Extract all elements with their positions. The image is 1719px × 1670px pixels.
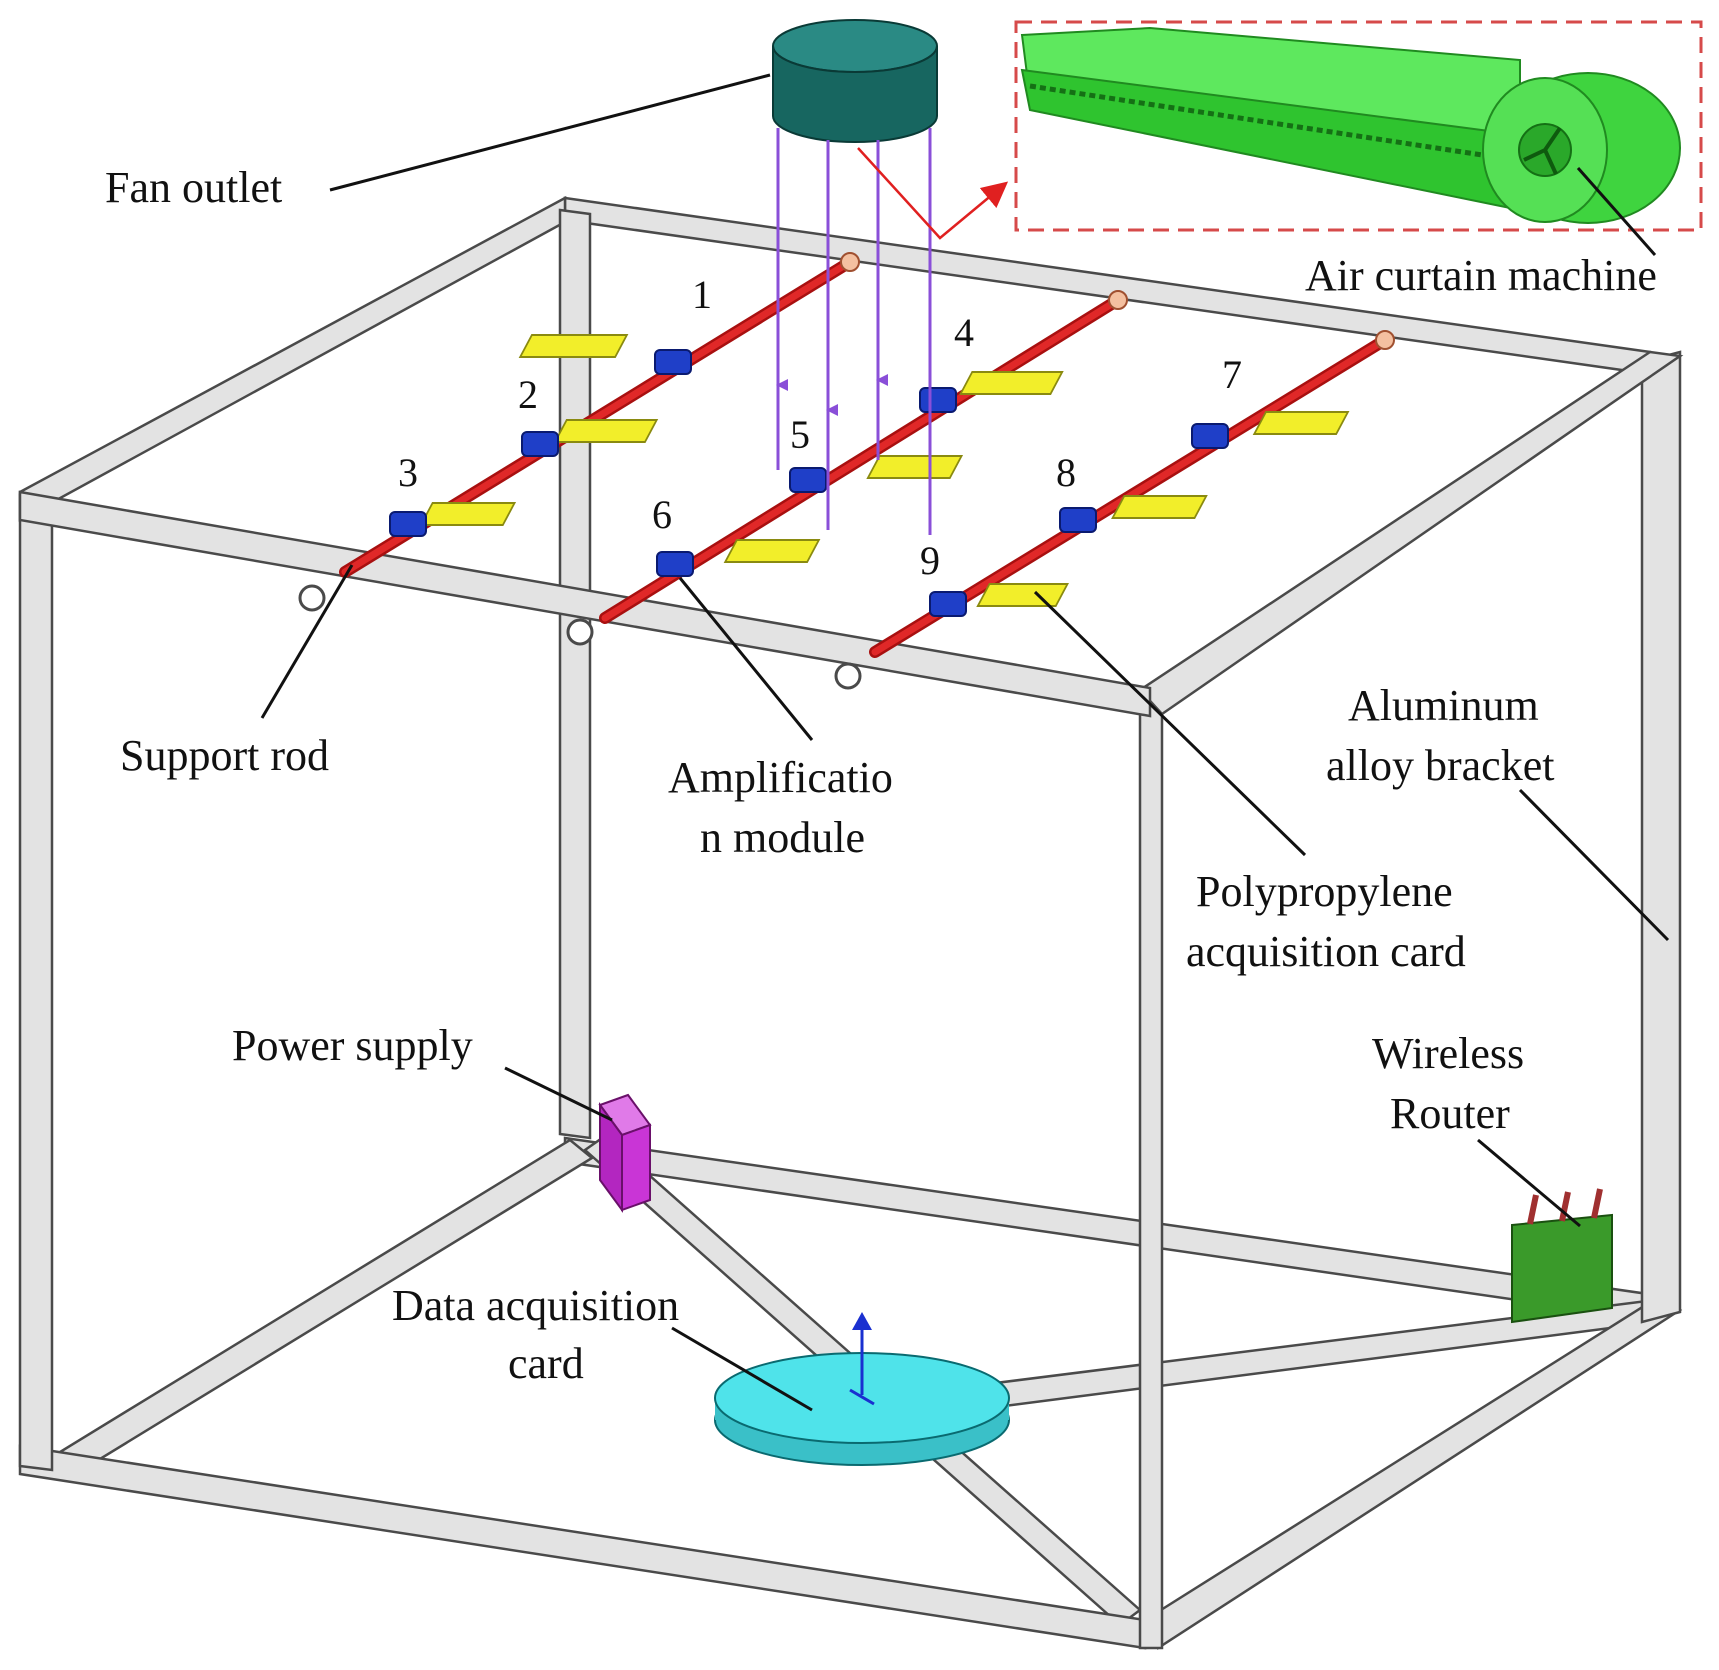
sensor-number-7: 7: [1222, 352, 1242, 397]
label-aluminum-bracket-1: Aluminum: [1348, 681, 1539, 730]
sensor-unit-8: [1059, 495, 1208, 533]
sensor-number-4: 4: [954, 310, 974, 355]
sensor-number-6: 6: [652, 492, 672, 537]
data-acquisition-card: [714, 1312, 1010, 1466]
sensor-number-labels: 1 2 3 4 5 6 7 8 9: [398, 272, 1242, 583]
air-curtain-machine: [1020, 26, 1681, 224]
sensor-unit-4: [919, 371, 1064, 413]
label-aluminum-bracket-2: alloy bracket: [1326, 741, 1554, 790]
sensor-number-5: 5: [790, 412, 810, 457]
air-curtain-callout: [1014, 20, 1703, 232]
sensor-number-2: 2: [518, 372, 538, 417]
airflow-arrows: [776, 128, 932, 535]
label-wireless-router-2: Router: [1390, 1089, 1510, 1138]
label-amplification-module-1: Amplificatio: [668, 753, 893, 802]
label-fan-outlet: Fan outlet: [105, 163, 282, 212]
sensor-number-1: 1: [692, 272, 712, 317]
label-power-supply: Power supply: [232, 1021, 473, 1070]
sensor-number-8: 8: [1056, 450, 1076, 495]
fan-outlet: [772, 19, 938, 143]
sensor-number-9: 9: [920, 538, 940, 583]
sensor-number-3: 3: [398, 450, 418, 495]
sensor-unit-9: [929, 583, 1070, 617]
sensor-unit-2: [521, 419, 659, 457]
sensor-unit-7: [1191, 411, 1350, 449]
label-air-curtain-machine: Air curtain machine: [1305, 251, 1657, 300]
label-data-card-2: card: [508, 1339, 584, 1388]
callout-arrow: [857, 147, 1009, 240]
leader-lines: [260, 73, 1670, 1412]
wireless-router: [1511, 1188, 1613, 1324]
sensor-unit-3: [389, 502, 517, 537]
component-labels: Fan outlet Air curtain machine Support r…: [105, 163, 1657, 1388]
sensor-unit-6: [656, 539, 821, 577]
label-wireless-router-1: Wireless: [1372, 1029, 1524, 1078]
label-support-rod: Support rod: [120, 731, 329, 780]
label-polypropylene-card-1: Polypropylene: [1196, 867, 1453, 916]
label-data-card-1: Data acquisition: [392, 1281, 679, 1330]
sensor-units: [389, 334, 1350, 617]
label-amplification-module-2: n module: [700, 813, 865, 862]
sensor-unit-1: [518, 334, 692, 375]
power-supply: [598, 1093, 652, 1214]
sensor-unit-5: [789, 455, 964, 493]
label-polypropylene-card-2: acquisition card: [1186, 927, 1466, 976]
